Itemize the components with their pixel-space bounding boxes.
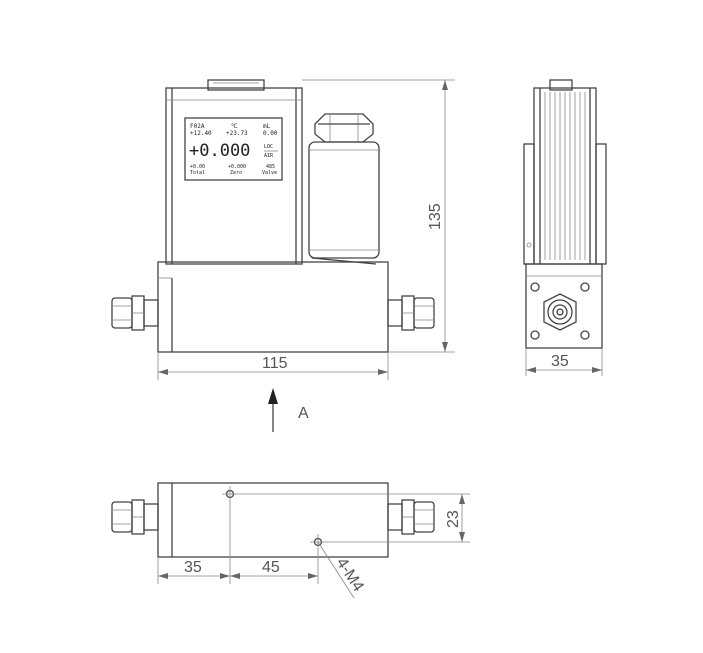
width-dimension: 115 [157,352,389,380]
right-fitting [387,295,435,331]
front-view: F02A ℃ mL +12.40 +23.73 0.00 +0.000 LOC … [111,79,455,432]
electronics-housing [165,87,303,265]
hole-callout-label: 4-M4 [333,555,367,595]
side-base [525,263,603,349]
hole-spacing-dimension-label: 23 [445,510,462,528]
bottom-right-fitting [387,499,435,535]
base-block [157,261,389,353]
lcd-bottom-mid-2: Zero [230,170,242,176]
lcd-status-2: AIR [264,153,274,159]
lcd-gas: F02A [190,123,205,130]
heat-sink-fins [544,92,586,260]
width-dimension-label: 115 [262,355,288,372]
hole-offset-dimensions: 35 45 [157,502,319,584]
lcd-bottom-right-2: Valve [262,170,277,176]
hole-callout: 4-M4 [317,541,367,599]
lcd-val-left: +12.40 [190,130,212,137]
view-arrow: A [268,388,309,432]
height-dimension-label: 135 [427,203,444,230]
lcd-display [184,117,283,181]
lcd-val-right: 0.00 [263,130,278,137]
side-view: 35 [523,79,607,376]
valve-assembly [308,113,380,265]
offset-dimension-a: 35 [184,559,202,576]
left-fitting [111,295,159,331]
bottom-left-fitting [111,499,159,535]
lcd-main-value: +0.000 [189,141,250,161]
lcd-unit: mL [263,123,271,130]
height-dimension: 135 [302,79,455,353]
lcd-temp-unit: ℃ [231,123,238,130]
offset-dimension-b: 45 [262,559,280,576]
side-width-dimension-label: 35 [551,353,569,370]
bottom-view: 23 35 45 4-M4 [111,482,470,599]
lcd-bottom-mid-1: +0.000 [228,164,246,170]
hole-spacing-dimension: 23 [238,493,470,543]
lcd-bottom-right-1: 485 [266,164,275,170]
view-arrow-label: A [298,405,309,422]
side-port-fitting [543,293,577,331]
lcd-bottom-left-1: +0.00 [190,164,205,170]
lcd-bottom-left-2: Total [190,170,205,176]
side-width-dimension: 35 [525,348,603,376]
mounting-hole-1 [222,486,238,502]
lcd-val-mid: +23.73 [226,130,248,137]
lcd-status-1: LOC [264,144,273,150]
